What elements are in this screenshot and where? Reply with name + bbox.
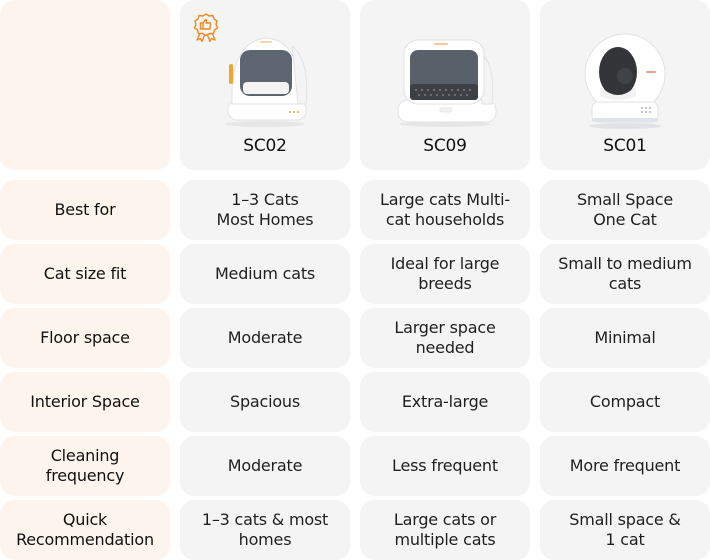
- value-sc02-cleaning-frequency: Moderate: [180, 436, 350, 496]
- sc02-litter-box-image: [225, 37, 308, 127]
- cell-text: Moderate: [228, 328, 303, 348]
- cell-text-line: 1 cat: [605, 530, 645, 549]
- cell-text-line: Small to medium: [558, 254, 692, 273]
- cell-text-line: Compact: [589, 392, 661, 411]
- value-sc02-cat-size-fit: Medium cats: [180, 244, 350, 304]
- cell-text: Cat size fit: [43, 264, 127, 284]
- value-sc01-quick-recommendation: Small space &1 cat: [540, 500, 710, 560]
- cell-text: Best for: [55, 200, 116, 220]
- cell-text: Medium cats: [215, 264, 315, 284]
- value-sc01-floor-space: Minimal: [540, 308, 710, 368]
- cell-text-line: 1–3 Cats: [231, 190, 299, 209]
- cell-text: Interior Space: [30, 392, 140, 412]
- cell-text-line: Small Space: [576, 190, 674, 209]
- product-header-sc09[interactable]: SC09: [360, 0, 530, 170]
- row-label-floor-space: Floor space: [0, 308, 170, 368]
- product-header-sc01[interactable]: SC01: [540, 0, 710, 170]
- cell-text: Spacious: [230, 392, 300, 412]
- cell-text: Extra-large: [401, 392, 489, 412]
- cell-text-line: cat households: [385, 210, 505, 229]
- cell-text-line: Extra-large: [401, 392, 489, 411]
- cell-text-line: frequency: [45, 466, 125, 485]
- cell-text-line: Medium cats: [214, 264, 316, 283]
- cell-text-line: Most Homes: [216, 210, 314, 229]
- value-sc09-interior-space: Extra-large: [360, 372, 530, 432]
- model-name: SC01: [603, 136, 647, 156]
- cell-text-line: Quick: [62, 510, 108, 529]
- value-sc02-floor-space: Moderate: [180, 308, 350, 368]
- cell-text-line: Cat size fit: [43, 264, 127, 283]
- row-label-cat-size-fit: Cat size fit: [0, 244, 170, 304]
- product-header-sc02[interactable]: SC02: [180, 0, 350, 170]
- header-empty-cell: [0, 0, 170, 170]
- value-sc02-interior-space: Spacious: [180, 372, 350, 432]
- cell-text-line: multiple cats: [394, 530, 496, 549]
- model-name: SC02: [243, 136, 287, 156]
- cell-text-line: Best for: [54, 200, 116, 219]
- row-label-interior-space: Interior Space: [0, 372, 170, 432]
- cell-text: Small space &1 cat: [569, 510, 681, 550]
- cell-text-line: Recommendation: [16, 530, 154, 549]
- cell-text-line: Floor space: [40, 328, 130, 347]
- cell-text-line: More frequent: [569, 456, 681, 475]
- cell-text: Floor space: [40, 328, 130, 348]
- cell-text-line: Large cats Multi-: [380, 190, 510, 209]
- cell-text-line: One Cat: [593, 210, 657, 229]
- cell-text-line: Small space &: [569, 510, 681, 529]
- cell-text-line: Spacious: [229, 392, 301, 411]
- cell-text-line: 1–3 cats & most: [201, 510, 329, 529]
- cell-text-line: Larger space: [394, 318, 496, 337]
- cell-text: Less frequent: [392, 456, 498, 476]
- value-sc01-cleaning-frequency: More frequent: [540, 436, 710, 496]
- cell-text-line: needed: [415, 338, 475, 357]
- cell-text: Compact: [590, 392, 660, 412]
- value-sc09-best-for: Large cats Multi-cat households: [360, 180, 530, 240]
- cell-text-line: breeds: [418, 274, 472, 293]
- cell-text: Large cats Multi-cat households: [380, 190, 510, 230]
- value-sc09-cleaning-frequency: Less frequent: [360, 436, 530, 496]
- row-label-best-for: Best for: [0, 180, 170, 240]
- cell-text-line: cats: [608, 274, 642, 293]
- cell-text-line: Moderate: [227, 328, 303, 347]
- value-sc01-interior-space: Compact: [540, 372, 710, 432]
- recommended-award-icon: [193, 13, 219, 42]
- model-name: SC09: [423, 136, 467, 156]
- cell-text-line: Large cats or: [393, 510, 497, 529]
- cell-text: More frequent: [569, 456, 681, 476]
- sc09-litter-box-image: [397, 39, 497, 127]
- cell-text-line: Cleaning: [50, 446, 120, 465]
- cell-text-line: Ideal for large: [390, 254, 500, 273]
- cell-text-line: Interior Space: [30, 392, 140, 411]
- cell-text-line: homes: [238, 530, 292, 549]
- cell-text: Moderate: [228, 456, 303, 476]
- sc01-litter-box-image: [584, 33, 666, 129]
- cell-text-line: Less frequent: [392, 456, 498, 475]
- cell-text: Minimal: [594, 328, 655, 348]
- cell-text-line: Minimal: [594, 328, 656, 347]
- cell-text-line: Moderate: [227, 456, 303, 475]
